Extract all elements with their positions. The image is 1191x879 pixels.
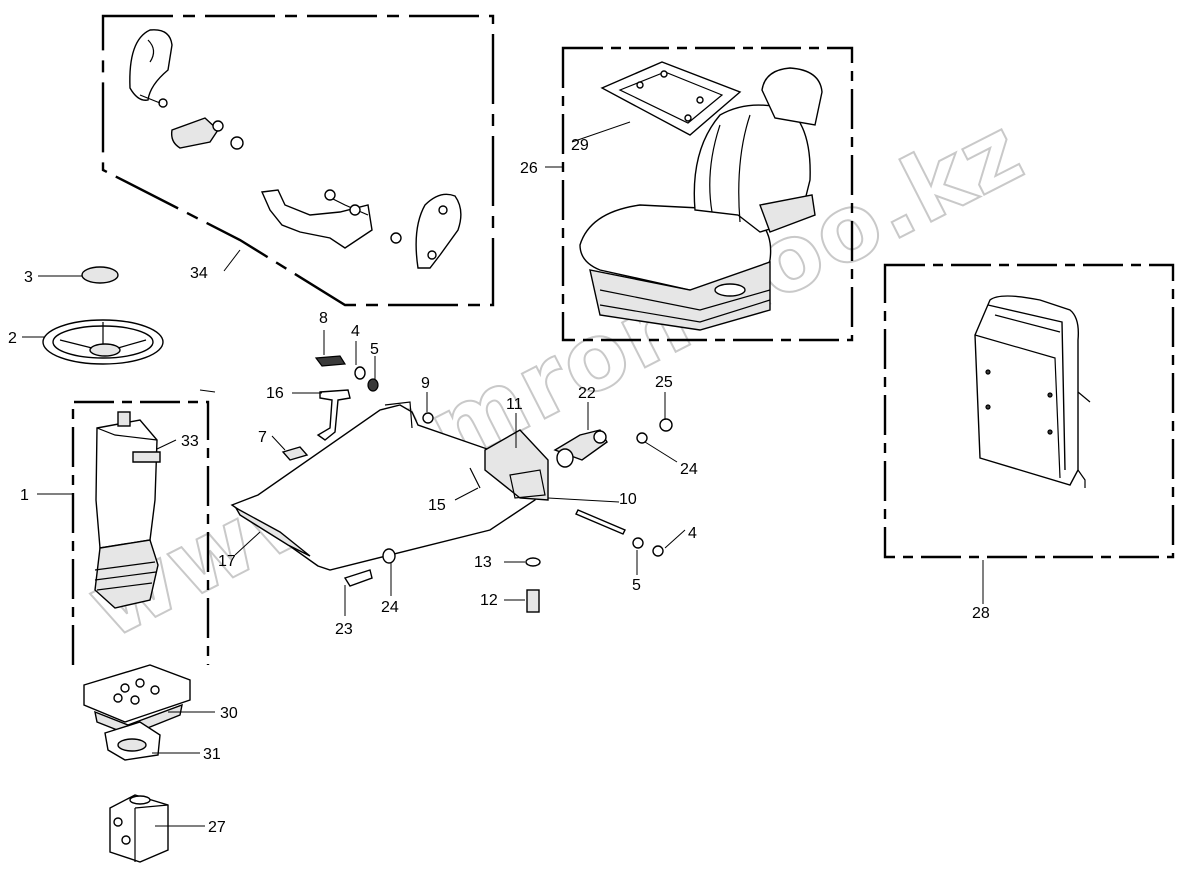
pedal-bracket-parts xyxy=(230,355,673,613)
callout-8: 8 xyxy=(319,310,328,327)
seat-group xyxy=(561,46,854,342)
callout-7: 7 xyxy=(258,429,267,446)
callout-2: 2 xyxy=(8,330,17,347)
callout-9: 9 xyxy=(421,375,430,392)
callout-13: 13 xyxy=(474,554,492,571)
callout-22: 22 xyxy=(578,385,596,402)
callout-23: 23 xyxy=(335,621,353,638)
callout-11: 11 xyxy=(506,396,523,413)
watermark-text: www.simron-too.kz xyxy=(71,96,1040,660)
steering-parts xyxy=(42,266,164,365)
callout-5-bottom: 5 xyxy=(632,577,641,594)
callout-24-bottom: 24 xyxy=(381,599,399,616)
callout-3: 3 xyxy=(24,269,33,286)
callout-31: 31 xyxy=(203,746,221,763)
callout-4-top: 4 xyxy=(351,323,360,340)
callout-4-bottom: 4 xyxy=(688,525,697,542)
callout-17: 17 xyxy=(218,553,236,570)
armrest-kit-group xyxy=(101,14,495,307)
callout-24-right: 24 xyxy=(680,461,698,478)
leader-lines xyxy=(22,121,984,827)
callout-15: 15 xyxy=(428,497,446,514)
callout-27: 27 xyxy=(208,819,226,836)
callout-5-top: 5 xyxy=(370,341,379,358)
callout-26: 26 xyxy=(520,160,538,177)
callout-33: 33 xyxy=(181,433,199,450)
callout-1: 1 xyxy=(20,487,29,504)
callout-30: 30 xyxy=(220,705,238,722)
callout-16: 16 xyxy=(266,385,284,402)
callout-34: 34 xyxy=(190,265,208,282)
callout-labels: 1 2 3 33 34 26 29 28 30 31 27 8 4 5 16 7… xyxy=(8,137,990,836)
valve-components xyxy=(83,664,191,863)
steering-column-group xyxy=(71,400,210,665)
callout-12: 12 xyxy=(480,592,498,609)
callout-25: 25 xyxy=(655,374,673,391)
callout-29: 29 xyxy=(571,137,589,154)
callout-28: 28 xyxy=(972,605,990,622)
callout-10: 10 xyxy=(619,491,637,508)
seat-cover-group xyxy=(883,263,1175,559)
